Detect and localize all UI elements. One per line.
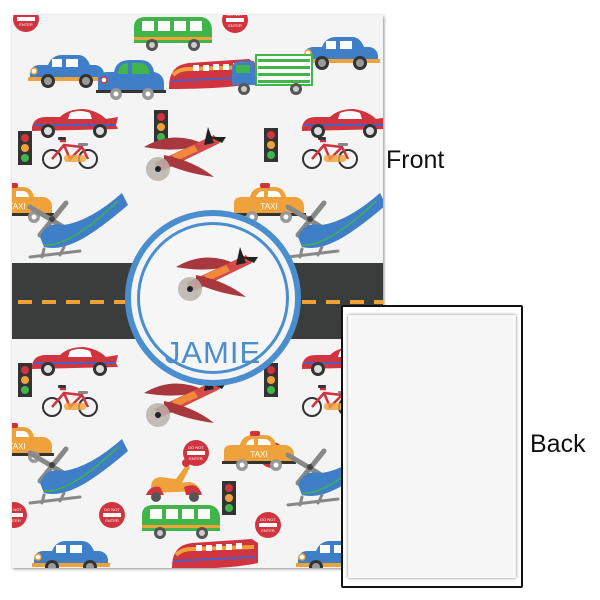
front-label: Front (386, 146, 445, 174)
name-badge: JAMIE (125, 210, 301, 386)
back-label: Back (530, 430, 586, 458)
back-poster-frame (341, 305, 523, 588)
front-poster: DO NOT ENTER TAXI (12, 15, 383, 568)
personalized-name: JAMIE (164, 335, 262, 370)
airplane-icon (176, 247, 258, 301)
back-poster-blank (348, 315, 516, 578)
